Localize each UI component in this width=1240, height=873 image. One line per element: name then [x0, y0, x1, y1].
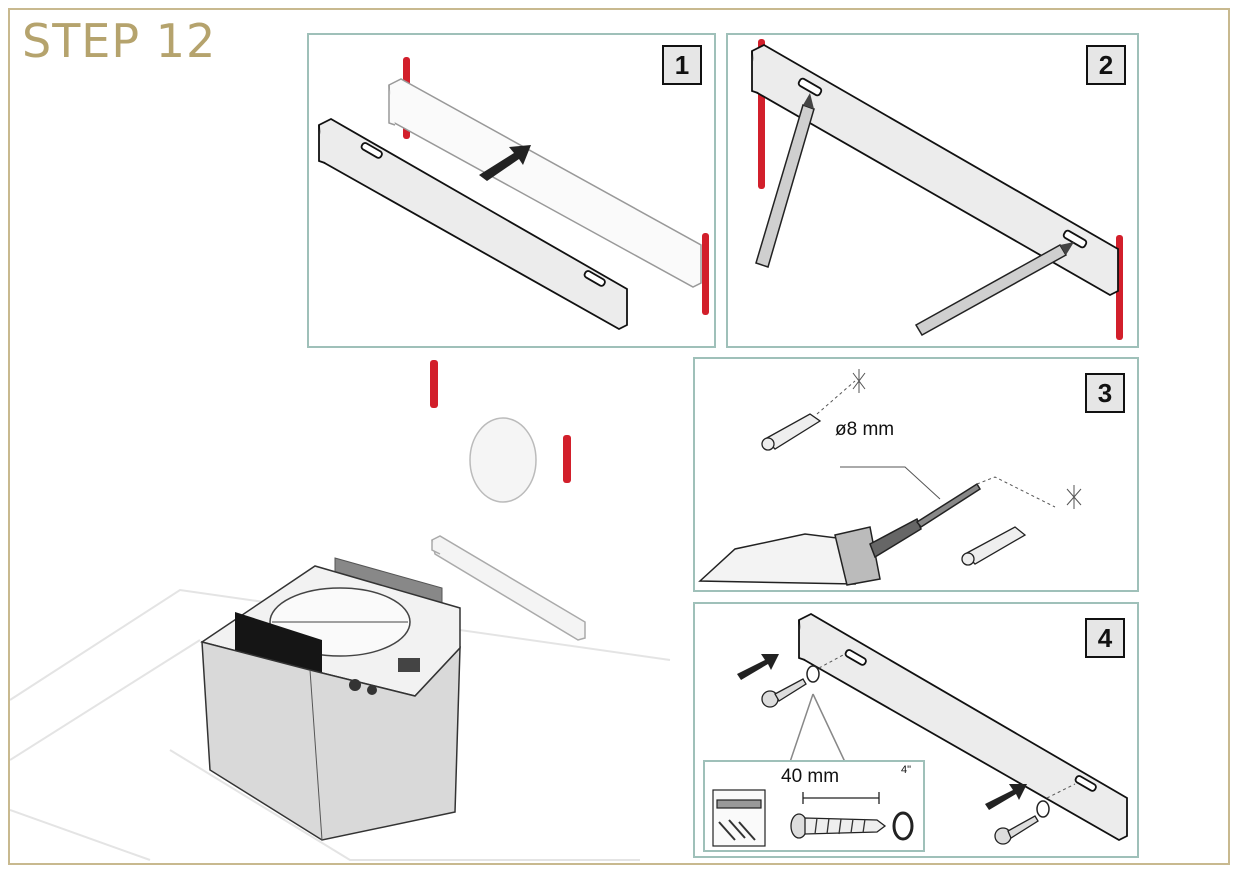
panel-1: 1 — [307, 33, 716, 348]
inch-mark-label: 4" — [901, 764, 911, 776]
drill-icon — [700, 484, 980, 585]
screw-length-label: 40 mm — [781, 766, 839, 788]
arrow-icon — [737, 654, 779, 680]
panel-3-illustration — [695, 359, 1137, 590]
wall-mark-right — [563, 435, 571, 483]
guide-line — [817, 381, 855, 414]
pencil-icon — [916, 242, 1074, 335]
screw-icon — [791, 814, 885, 838]
panel-number-badge: 4 — [1085, 618, 1125, 658]
wall-plug-icon — [962, 527, 1025, 565]
step-title: STEP 12 — [22, 14, 216, 68]
panel-number-badge: 3 — [1085, 373, 1125, 413]
wall-mark — [702, 233, 709, 315]
panel-1-illustration — [309, 35, 714, 346]
wall-mark-left — [430, 360, 438, 408]
washer-icon — [1037, 801, 1049, 817]
main-hood-scene — [10, 340, 700, 865]
leader-line — [840, 467, 940, 499]
drill-size-label: ø8 mm — [835, 419, 894, 441]
wall-plug-icon — [762, 414, 820, 450]
callout-wedge — [790, 694, 845, 762]
panel-number-badge: 2 — [1086, 45, 1126, 85]
screw-icon — [762, 679, 806, 707]
washer-icon — [807, 666, 819, 682]
arrow-icon — [985, 784, 1027, 810]
kit-bag-icon — [713, 790, 765, 846]
dimension-line — [803, 792, 879, 804]
screw-kit-inset: 40 mm 4" — [703, 760, 925, 852]
panel-3: ø8 mm 3 — [693, 357, 1139, 592]
guide-line — [977, 477, 1055, 507]
panel-2: 2 — [726, 33, 1139, 348]
washer-icon — [894, 813, 912, 839]
panel-2-illustration — [728, 35, 1137, 346]
hood-body — [202, 558, 460, 840]
duct-hole — [470, 418, 536, 502]
screw-icon — [995, 816, 1038, 844]
bracket — [752, 45, 1118, 295]
panel-number-badge: 1 — [662, 45, 702, 85]
panel-4: 40 mm 4" 4 — [693, 602, 1139, 858]
